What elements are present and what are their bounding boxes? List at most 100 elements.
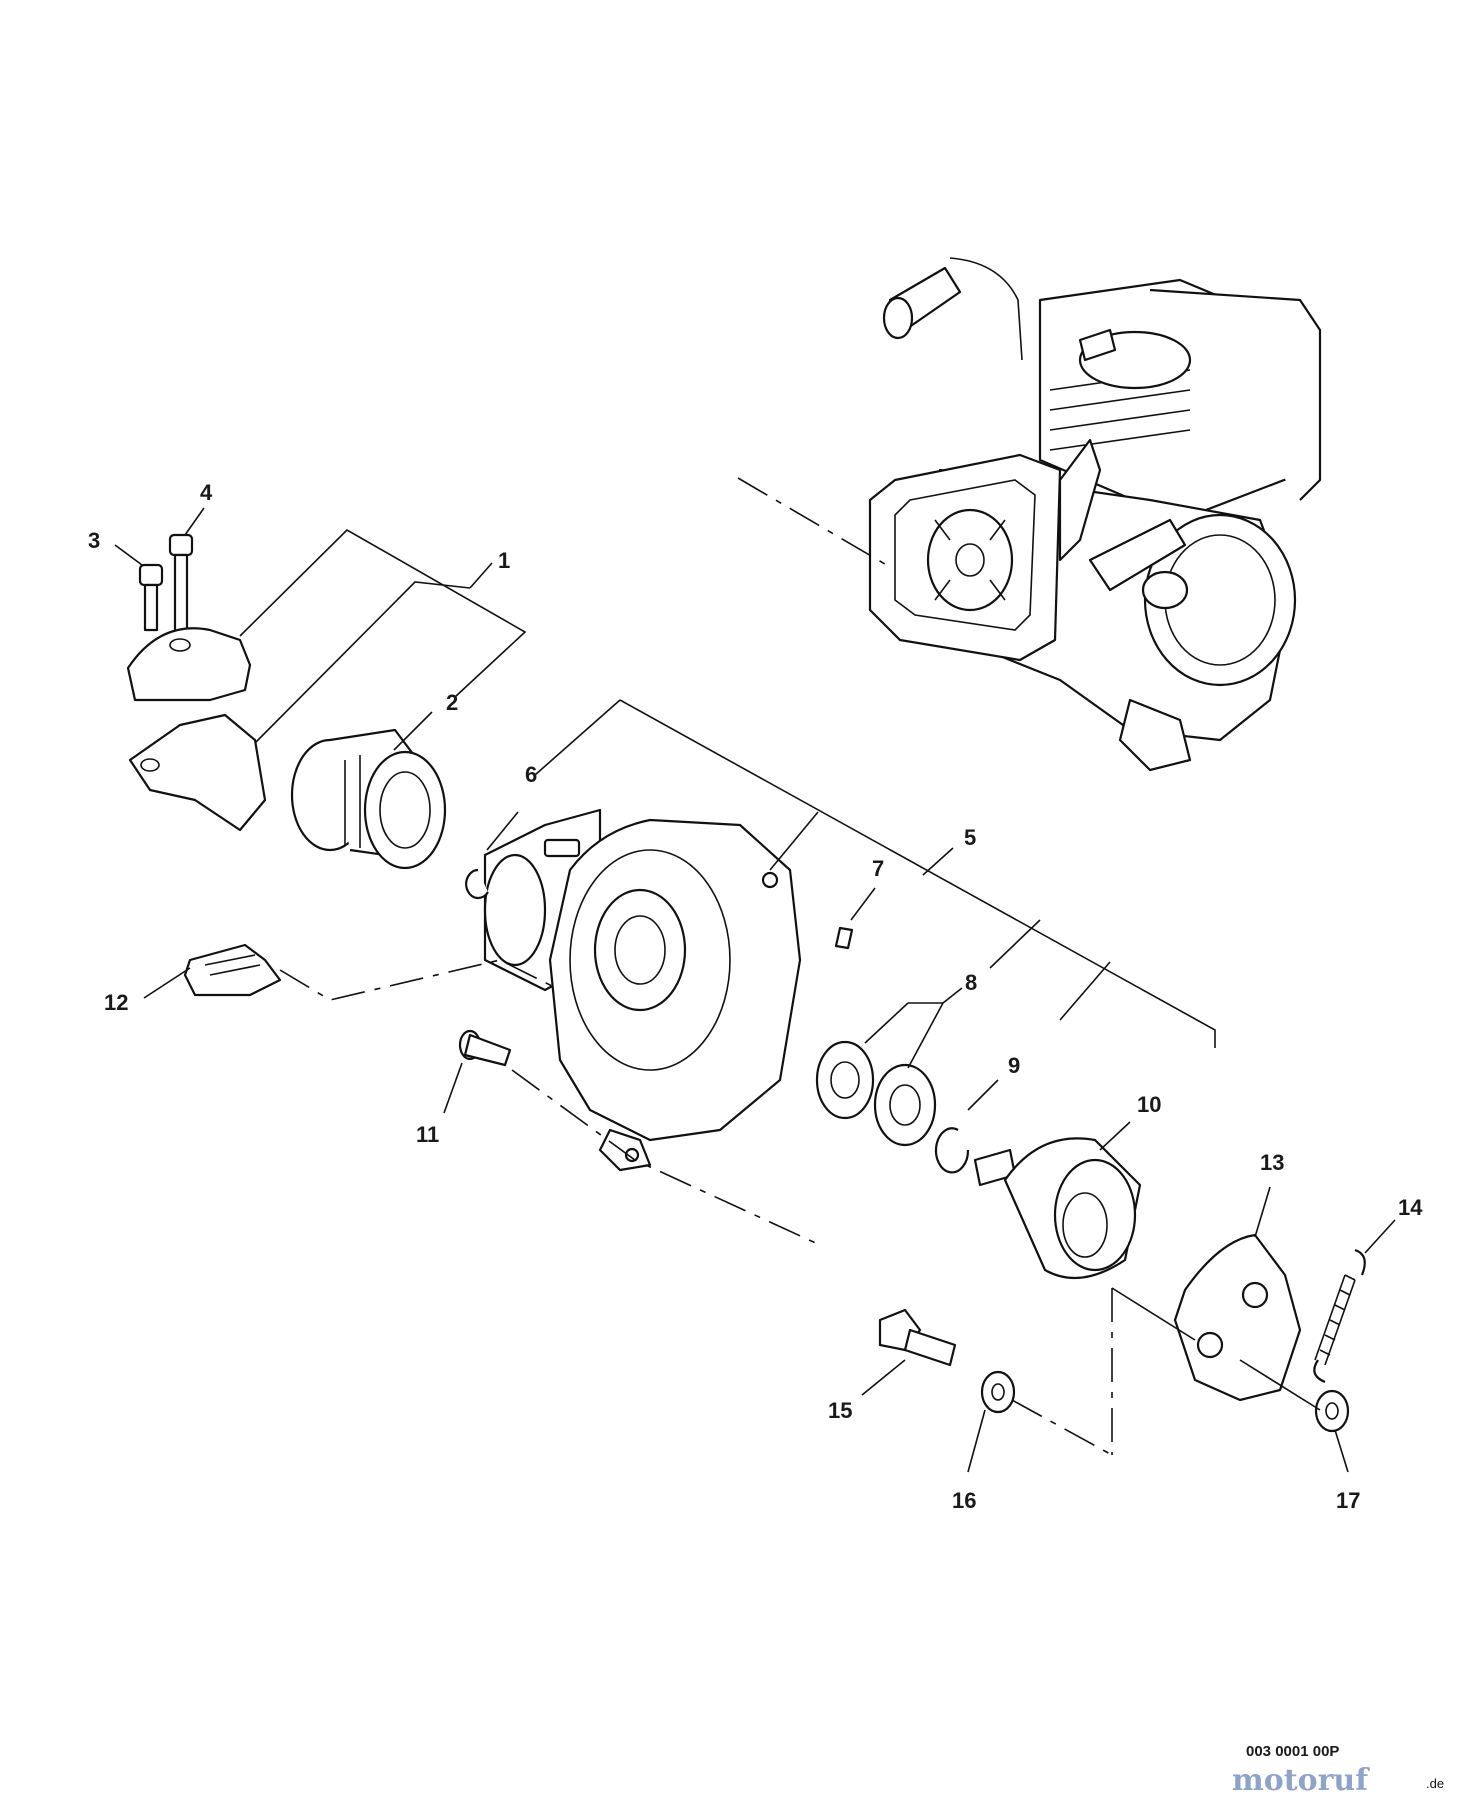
leader-12 (143, 967, 191, 999)
leader-8-right (907, 1002, 944, 1069)
spark-plug (1078, 328, 1117, 362)
housing-bore (614, 915, 666, 985)
flywheel-vanes (934, 519, 1006, 601)
ignition-lead (949, 257, 1023, 361)
spring-body (1314, 1274, 1356, 1366)
screw-4-head (138, 563, 164, 587)
bearing-1-outer (815, 1040, 875, 1120)
leader-5-left (534, 699, 621, 776)
clutch (1173, 1233, 1302, 1402)
leader-1 (469, 562, 493, 589)
clamp-upper-half (126, 627, 252, 702)
clutch-housing (483, 808, 802, 1172)
clamp-lower-hole (140, 758, 160, 772)
engine-assembly (868, 257, 1322, 772)
bearing-1-inner (830, 1061, 860, 1099)
drum-inner (1062, 1192, 1108, 1258)
leader-6 (486, 811, 519, 851)
leader-5-housing (769, 811, 819, 871)
leader-4 (184, 507, 205, 536)
leader-16 (967, 1409, 986, 1473)
drum-opening (1053, 1158, 1137, 1272)
spacer-12-ribs (204, 954, 261, 976)
buffer-front (363, 750, 447, 870)
leader-1-bottom (255, 581, 471, 743)
callout-11: 11 (416, 1122, 439, 1147)
callout-13: 13 (1260, 1150, 1284, 1175)
leader-17 (1334, 1429, 1349, 1473)
ball-bearings (815, 1040, 937, 1147)
annular-buffer (290, 728, 447, 870)
callout-6: 6 (525, 762, 537, 787)
spring-hook-top (1354, 1248, 1366, 1276)
callout-15: 15 (828, 1398, 852, 1423)
screw-15-shank (903, 1328, 957, 1367)
washer-16 (980, 1370, 1016, 1414)
leader-5-bearing (989, 919, 1041, 969)
callout-labels: 1 2 3 4 5 6 7 8 9 10 11 12 13 14 15 16 1… (88, 480, 1423, 1513)
buffer-ribs (344, 755, 361, 848)
leader-15 (861, 1359, 906, 1396)
clamp-upper-hole (169, 638, 191, 652)
muffler (1149, 288, 1322, 501)
screw-4-shank (143, 583, 159, 632)
drawing-code: 003 0001 00P (1246, 1743, 1339, 1760)
callout-10: 10 (1137, 1092, 1161, 1117)
housing-bearing-seat (593, 888, 687, 1012)
flywheel-hub (955, 543, 985, 577)
washer-17-hole (1325, 1402, 1339, 1420)
spring-hook-bottom (1313, 1359, 1326, 1384)
callout-16: 16 (952, 1488, 976, 1513)
flywheel (926, 508, 1014, 612)
carburetor-side (1058, 438, 1102, 562)
screw-11-shank (463, 1033, 512, 1067)
leader-5-main (619, 699, 1216, 1048)
housing-slot (543, 838, 581, 858)
leader-8 (942, 987, 963, 1004)
engine-mount-leader (737, 477, 891, 568)
buffer-bore (379, 771, 431, 849)
callout-4: 4 (200, 480, 213, 505)
washer-17 (1314, 1389, 1350, 1433)
callout-8: 8 (965, 970, 977, 995)
leader-11-dash (511, 1069, 821, 1246)
leader-11 (443, 1062, 463, 1114)
clutch-hole-lower (1196, 1331, 1224, 1359)
clamp-screws (138, 533, 194, 635)
leader-lines (114, 507, 1396, 1473)
hex-screw-15 (878, 1308, 957, 1367)
starter-cover (1143, 513, 1297, 687)
leader-5-drum (1059, 961, 1111, 1021)
starter-grip (1088, 518, 1187, 592)
pin-7 (834, 926, 854, 950)
leader-7 (850, 887, 876, 921)
leader-1-top (239, 529, 527, 698)
bearing-2-inner (889, 1084, 921, 1126)
clutch-drum (973, 1137, 1142, 1280)
housing-mount-lug (598, 1128, 652, 1172)
leader-14 (1364, 1219, 1396, 1254)
leader-2 (393, 711, 433, 751)
callout-2: 2 (446, 690, 458, 715)
callout-7: 7 (872, 856, 884, 881)
watermark-logo: motoruf .de (1232, 1763, 1444, 1798)
washer-16-dash (1011, 1399, 1113, 1456)
callout-12: 12 (104, 990, 128, 1015)
spring-coils (1319, 1274, 1356, 1356)
watermark-brand: motoruf (1232, 1763, 1370, 1798)
spark-plug-cap (882, 296, 914, 340)
screw-3-shank (173, 553, 189, 635)
callout-3: 3 (88, 528, 100, 553)
callout-14: 14 (1398, 1195, 1423, 1220)
housing-rim (569, 849, 731, 1071)
circlip-9 (934, 1127, 970, 1174)
circlip-6 (465, 868, 489, 900)
tension-spring (1313, 1248, 1366, 1384)
housing-boss (761, 871, 779, 889)
engine-mount-foot (1118, 698, 1192, 772)
leader-9 (967, 1079, 999, 1111)
clutch-shoe (1173, 1233, 1302, 1402)
leader-12-dash (279, 959, 561, 1001)
leader-5 (922, 847, 954, 876)
